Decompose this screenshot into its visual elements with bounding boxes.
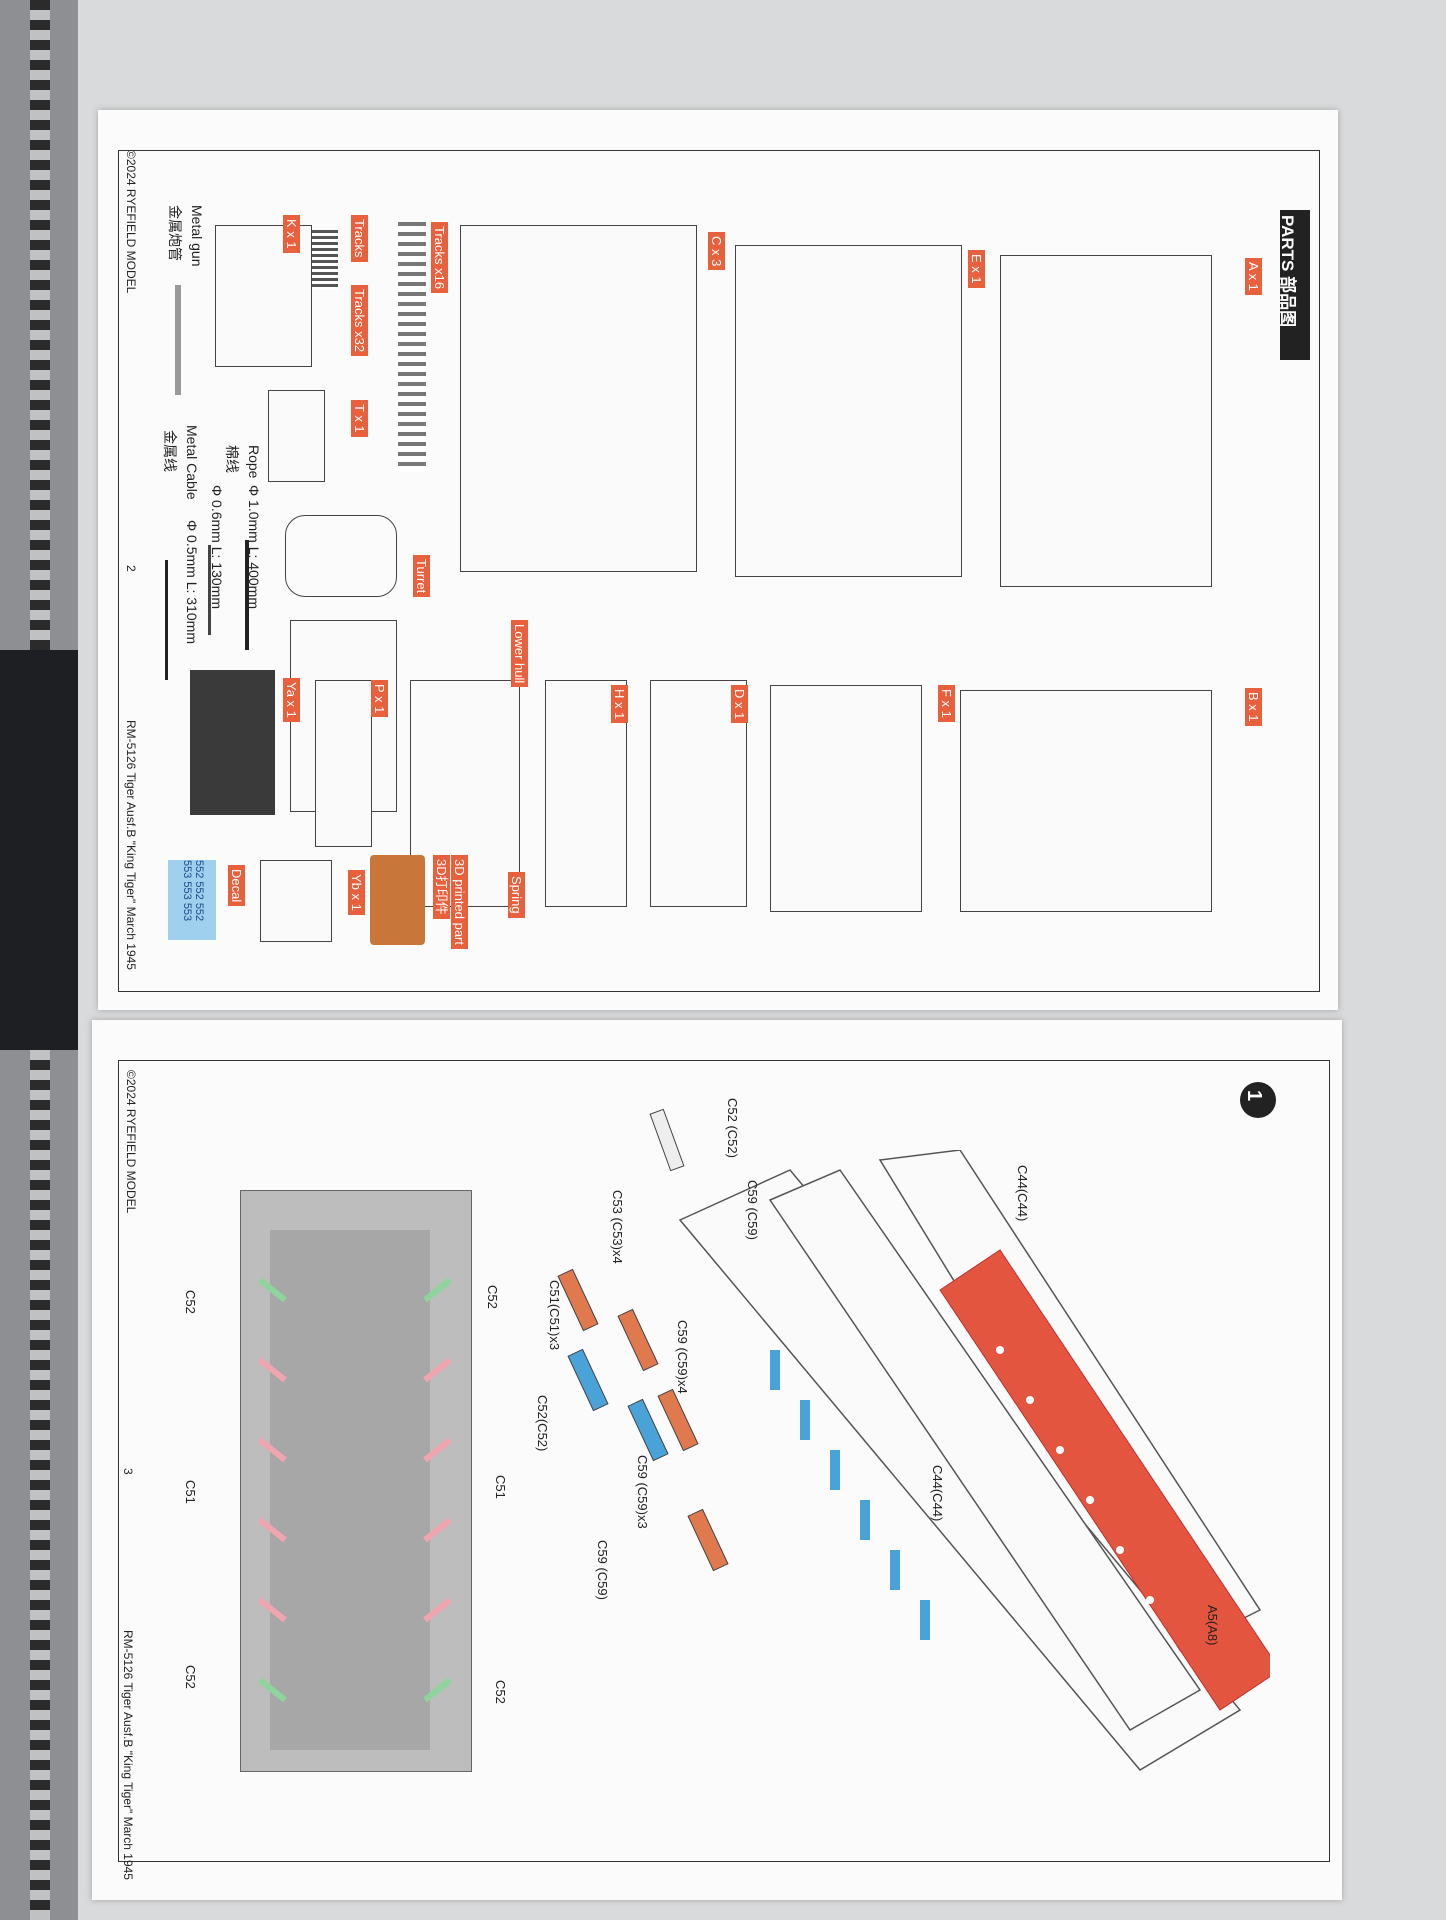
callout-c52-c: C52 [493,1680,508,1704]
tag-e: E x 1 [968,250,985,288]
page2-copyright: ©2024 RYEFIELD MODEL [124,150,138,294]
sprue-b [960,690,1212,912]
page3-copyright: ©2024 RYEFIELD MODEL [124,1070,138,1214]
callout-c51-a: C51 [493,1475,508,1499]
metal-cable-label: Metal Cable [184,425,200,500]
tag-turret: Turret [413,555,430,598]
callout-c52-b: C52 [183,1290,198,1314]
tag-h: H x 1 [611,685,628,724]
tag-tracks: Tracks [351,215,368,262]
tag-lower-hull: Lower hull [511,620,528,688]
printed-part [370,855,425,945]
rope-spec-2: Φ 0.6mm L: 130mm [209,485,225,609]
page2-number: 2 [124,565,138,572]
tag-d: D x 1 [731,685,748,724]
sprue-t [268,390,325,482]
tag-k: K x 1 [283,215,300,253]
sprue-f [770,685,922,912]
metal-gun-cn: 金属炮管 [167,205,183,261]
callout-c51: C51(C51)x3 [547,1280,562,1351]
callout-c52-a: C52 [485,1285,500,1309]
rope-line-1 [245,540,249,650]
metal-cable-spec: Φ 0.5mm L: 310mm [184,520,200,644]
sprue-e [735,245,962,577]
page2-footer-title: RM-5126 Tiger Ausf.B "King Tiger" March … [124,720,138,970]
tag-ya: Ya x 1 [283,678,300,722]
callout-c51-b: C51 [183,1480,198,1504]
metal-gun-label: Metal gun [189,205,205,267]
page3-footer-title: RM-5126 Tiger Ausf.B "King Tiger" March … [121,1630,135,1880]
parts-heading-text: PARTS 部品图 [1278,215,1297,328]
decal-numbers: 552 552 552 553 553 553 [181,860,205,922]
decal-sheet [168,860,216,940]
sprue-c [460,225,697,572]
callout-c44-top: C44(C44) [1015,1165,1030,1222]
tag-3d-printed-cn: 3D打印件 [433,855,450,919]
callout-c53: C53 (C53)x4 [610,1190,625,1264]
tracks-x16 [398,222,426,472]
metal-cable-cn: 金属线 [162,430,178,472]
desk-dark-corner [0,650,78,1050]
rope-spec-1: Φ 1.0mm L: 400mm [246,485,262,609]
tag-c: C x 3 [708,232,725,271]
suspension-parts-illustration [557,1108,729,1572]
rope-label: Rope [246,445,262,479]
tag-tracks32: Tracks x32 [351,285,368,357]
rope-label-cn: 棉线 [224,445,240,473]
step-number: 1 [1243,1090,1265,1102]
callout-c59x3: C59 (C59)x3 [635,1455,650,1529]
page-2-border [118,150,1320,992]
tag-spring: Spring [508,872,525,918]
callout-a5: A5(A8) [1205,1605,1220,1646]
hull-side-illustration [678,1150,1270,1771]
tag-a: A x 1 [1245,258,1262,295]
rope-line-2 [208,545,211,635]
callout-c59-right: C59 (C59) [595,1540,610,1600]
hull-floor-inner [270,1230,430,1750]
callout-c59-top: C59 (C59) [745,1180,760,1240]
tag-t: T x 1 [351,400,368,437]
callout-c44-mid: C44(C44) [930,1465,945,1522]
tag-tracks16: Tracks x16 [431,222,448,294]
tag-b: B x 1 [1245,688,1262,726]
metal-gun [175,285,181,395]
sprue-yb [260,860,332,942]
callout-c52c52: C52(C52) [535,1395,550,1452]
page-3-border [118,1060,1330,1862]
sprue-ya [190,670,275,815]
tag-p: P x 1 [371,680,388,718]
sprue-p [315,680,372,847]
tag-f: F x 1 [938,685,955,722]
callout-c52-paren: C52 (C52) [725,1098,740,1158]
step-number-badge [1240,1082,1276,1118]
parts-heading [1280,210,1310,360]
page3-number: 3 [121,1468,135,1475]
turret-ring-part [285,515,397,597]
sprue-a [1000,255,1212,587]
tag-3d-printed: 3D printed part [451,855,468,949]
callout-c52-d: C52 [183,1665,198,1689]
tracks-small [310,230,338,290]
tag-yb: Yb x 1 [348,870,365,915]
torsion-arms [258,1277,452,1703]
sprue-d [650,680,747,907]
fender-red-plate [939,1249,1270,1711]
callout-c59x4: C59 (C59)x4 [675,1320,690,1394]
cable-line [165,560,168,680]
tag-decal: Decal [228,865,245,907]
